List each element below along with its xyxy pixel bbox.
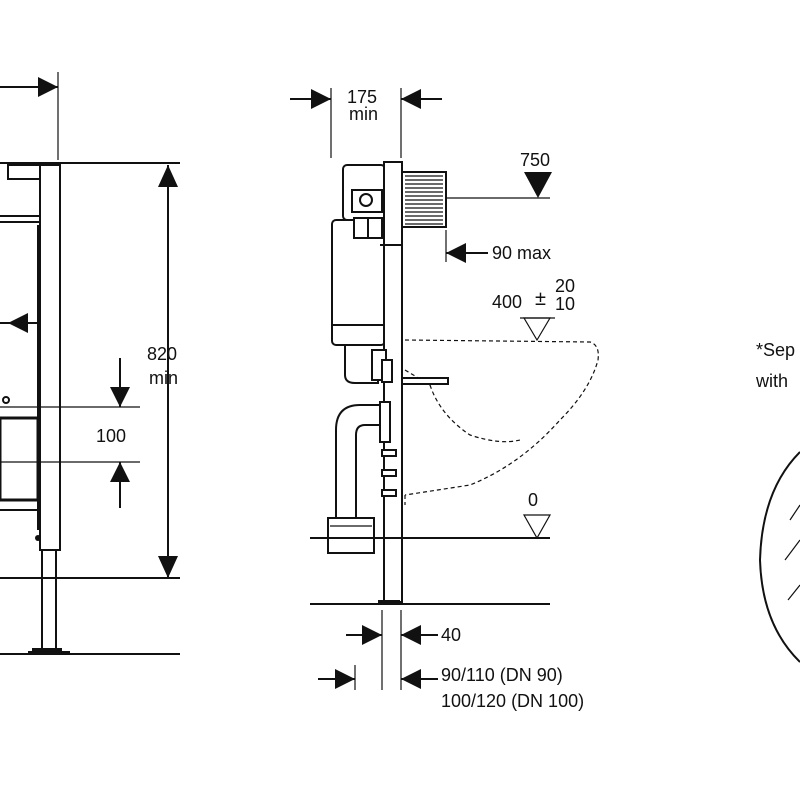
dim-width-175: 175 <box>347 87 377 107</box>
dim-height-min: min <box>149 368 178 388</box>
level-0: 0 <box>528 490 538 510</box>
note-line1: *Sep <box>756 340 795 360</box>
pipe-dn90: 90/110 (DN 90) <box>441 665 563 685</box>
note-line2: with <box>755 371 788 391</box>
dim-width-min: min <box>349 104 378 124</box>
level-400: 400 <box>492 292 522 312</box>
coil-lines <box>405 175 443 225</box>
dim-offset-90: 90 max <box>492 243 551 263</box>
detail-view: *Sep with <box>755 340 800 663</box>
level-750: 750 <box>520 150 550 170</box>
side-view: 175 min <box>290 87 599 711</box>
pipe-dn100: 100/120 (DN 100) <box>441 691 584 711</box>
fixing-clips <box>381 449 397 497</box>
dim-height-820: 820 <box>147 344 177 364</box>
tol-sign: ± <box>535 288 546 310</box>
dim-gap-100: 100 <box>96 426 126 446</box>
tol-minus: 10 <box>555 294 575 314</box>
tol-plus: 20 <box>555 276 575 296</box>
dim-depth-40: 40 <box>441 625 461 645</box>
front-view: 100 820 min <box>0 72 180 655</box>
